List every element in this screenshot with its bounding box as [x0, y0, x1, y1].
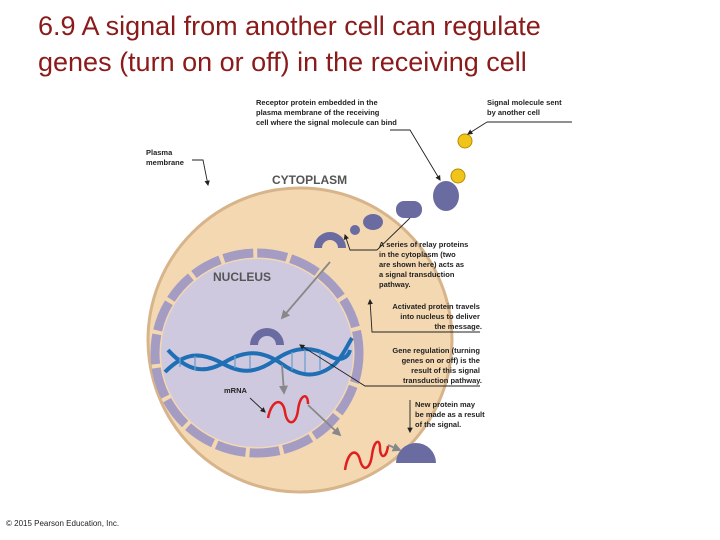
- dna-strand-2: [166, 336, 354, 377]
- title-line-2: genes (turn on or off) in the receiving …: [38, 47, 527, 77]
- receptor-label: Receptor protein embedded in the plasma …: [256, 98, 397, 127]
- copyright-notice: © 2015 Pearson Education, Inc.: [6, 519, 120, 528]
- signal-molecule: [457, 133, 473, 149]
- mrna-strand-cytoplasm: [343, 440, 390, 471]
- activated-protein-label: Activated protein travels into nucleus t…: [392, 302, 482, 331]
- dna-rungs: [179, 350, 321, 372]
- title-line-1: 6.9 A signal from another cell can regul…: [38, 11, 541, 41]
- slide-title: 6.9 A signal from another cell can regul…: [38, 8, 708, 80]
- pathway-arrows: [278, 261, 402, 452]
- relay-protein-3: [314, 232, 346, 248]
- nuclear-envelope: [150, 248, 364, 458]
- bound-signal-molecule: [450, 168, 466, 184]
- nucleus-label: NUCLEUS: [213, 270, 271, 284]
- cytoplasm-label: CYTOPLASM: [272, 173, 347, 187]
- callout-lines: [192, 121, 572, 434]
- plasma-membrane-label: Plasma membrane: [146, 148, 184, 167]
- new-protein: [396, 443, 436, 463]
- relay-proteins-label: A series of relay proteins in the cytopl…: [379, 240, 470, 289]
- relay-protein-2: [363, 214, 383, 230]
- mrna-label: mRNA: [224, 386, 248, 395]
- gene-regulation-label: Gene regulation (turning genes on or off…: [392, 346, 482, 385]
- new-protein-label: New protein may be made as a result of t…: [415, 400, 487, 429]
- relay-dot: [350, 225, 360, 235]
- relay-protein-1: [396, 201, 422, 218]
- mrna-strand-nucleus: [266, 395, 310, 424]
- signal-molecule-label: Signal molecule sent by another cell: [487, 98, 564, 117]
- activated-protein-on-dna: [250, 328, 284, 345]
- receptor-protein: [433, 181, 459, 211]
